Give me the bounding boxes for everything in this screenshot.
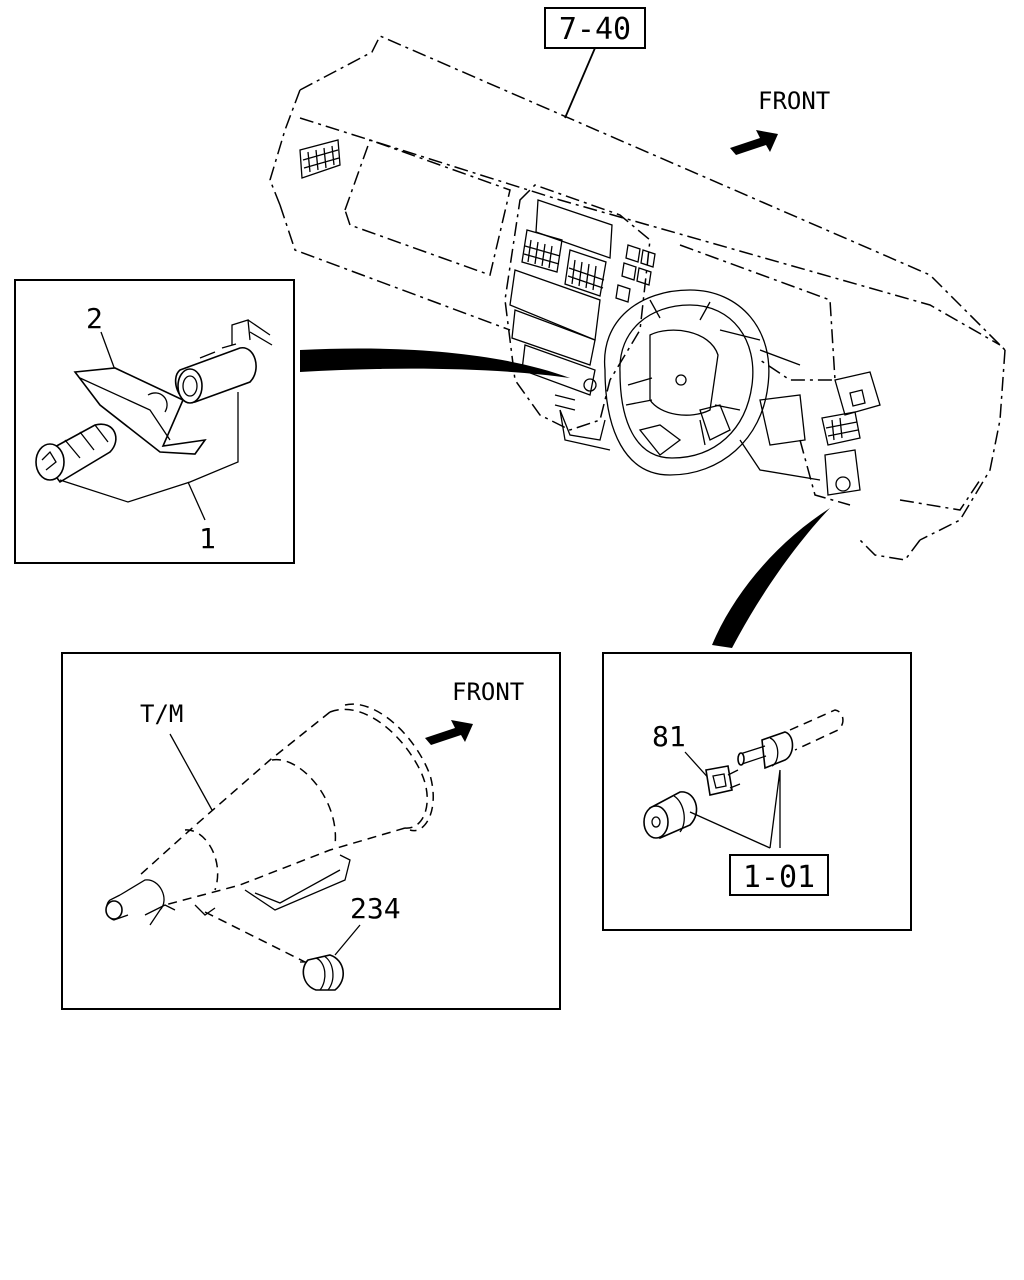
panel-sensor-assembly: 81 1-01: [602, 652, 912, 931]
center-console: [504, 184, 656, 441]
leader-arrow: [300, 348, 570, 378]
sensor-234: [300, 954, 344, 991]
tm-label: T/M: [140, 700, 183, 728]
part-234-label: 234: [350, 892, 401, 925]
panel-transmission: FRONT T/M 234: [61, 652, 561, 1010]
ref-1-01-label: 1-01: [743, 860, 815, 895]
steering-wheel: [603, 289, 770, 476]
part-2-label: 2: [86, 302, 103, 335]
part-81-label: 81: [652, 720, 686, 753]
front-indicator-top: FRONT: [730, 87, 830, 155]
front-label-top: FRONT: [758, 87, 830, 115]
dashboard-illustration: [269, 35, 1006, 561]
front-arrow-icon: [730, 130, 778, 155]
ref-7-40-label: 7-40: [559, 12, 631, 47]
panel-cigar-lighter: 2 1: [14, 279, 295, 564]
left-vent: [299, 139, 341, 179]
front-label-tm: FRONT: [452, 678, 524, 706]
leader-arrow: [712, 508, 830, 648]
right-switches: [821, 371, 881, 496]
ref-7-40-callout: 7-40: [544, 7, 646, 119]
front-arrow-icon: [425, 720, 473, 745]
part-1-label: 1: [199, 522, 216, 555]
